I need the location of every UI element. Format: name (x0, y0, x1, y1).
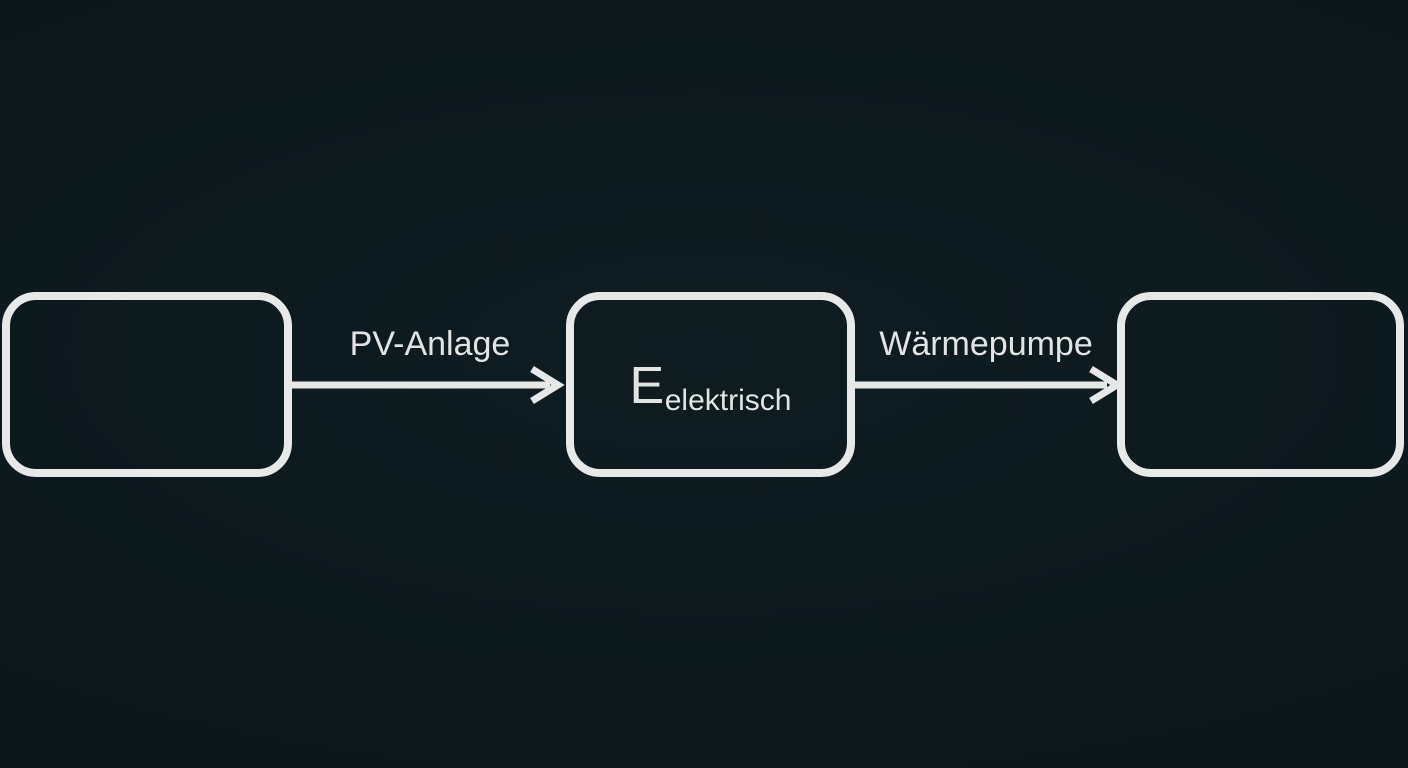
energy-elektrisch-box: Eelektrisch (566, 292, 855, 477)
waermepumpe-label: Wärmepumpe (879, 325, 1093, 363)
energy-subscript: elektrisch (664, 383, 792, 417)
energy-symbol: E (629, 356, 665, 415)
target-box (1117, 292, 1404, 477)
arrow-head-icon (530, 366, 565, 404)
source-box (2, 292, 292, 477)
pv-anlage-label: PV-Anlage (349, 325, 511, 363)
waermepumpe-arrow (855, 366, 1124, 404)
pv-anlage-arrow (292, 366, 565, 404)
energy-label: Eelektrisch (630, 354, 792, 416)
